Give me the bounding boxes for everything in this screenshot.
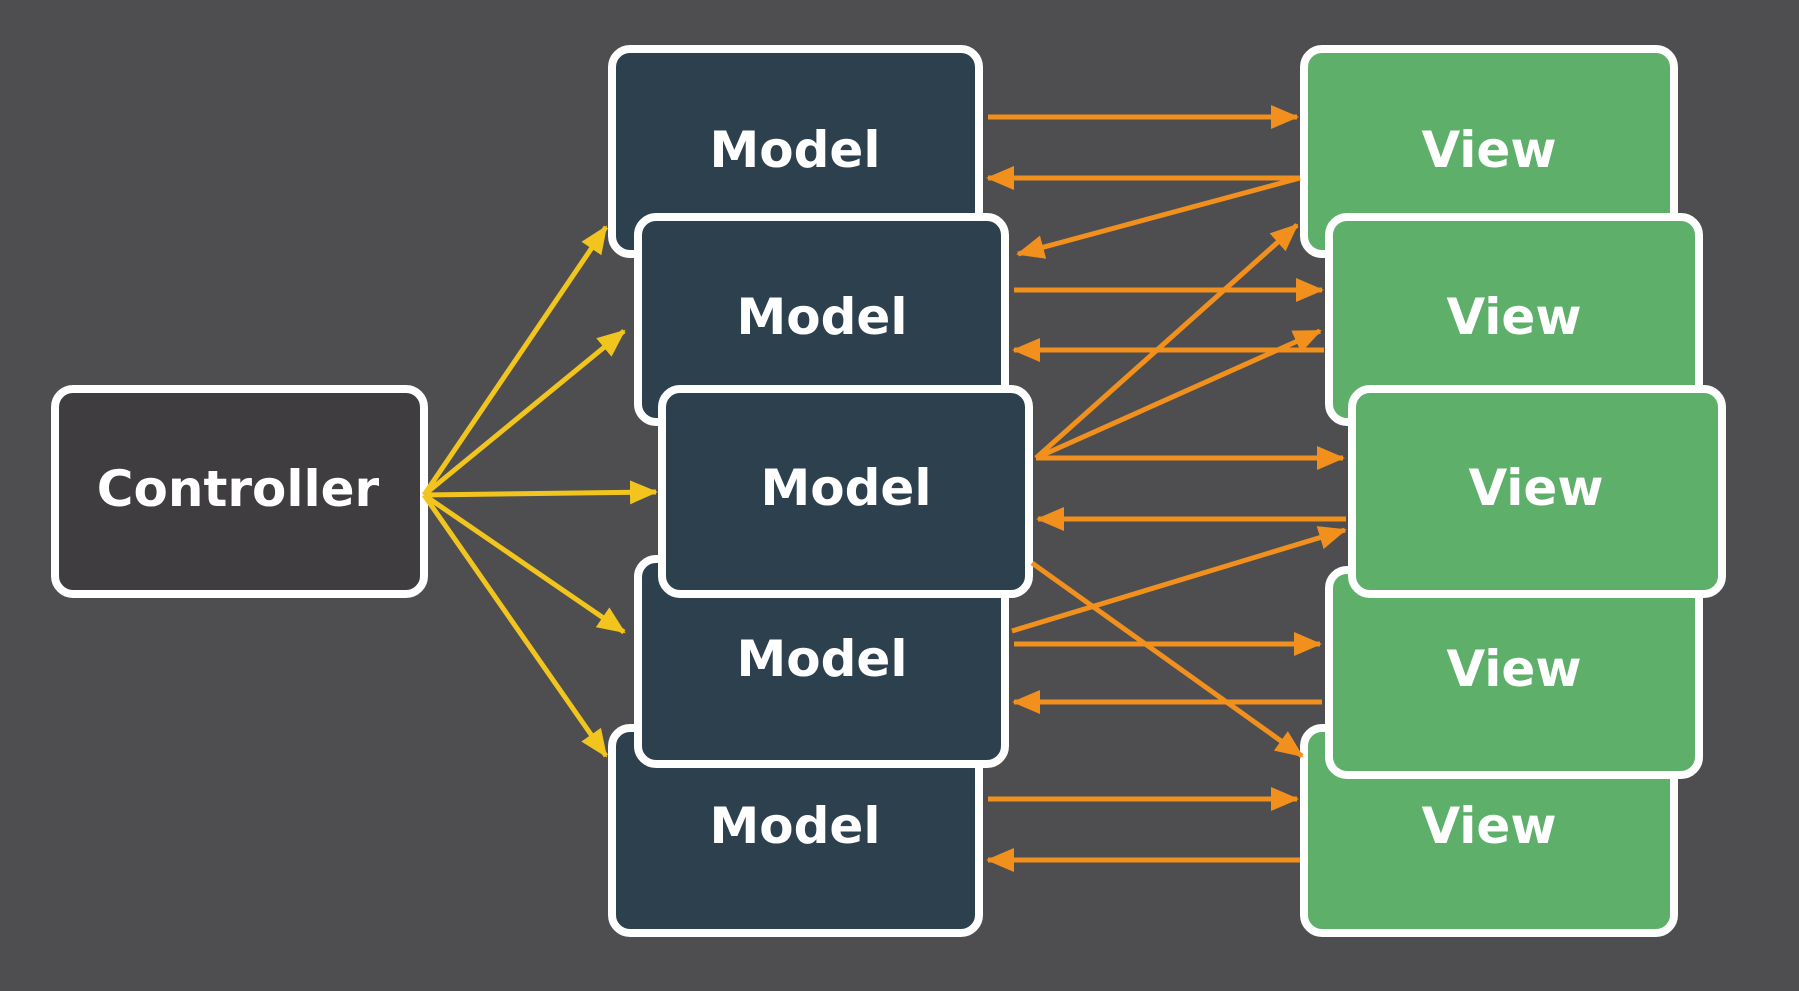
model-3-label: Model (761, 459, 932, 517)
view-2-label: View (1446, 288, 1581, 346)
arrow-controller-to-model-5 (421, 493, 609, 758)
controller-label: Controller (97, 460, 380, 518)
arrow-model-4-to-view-3 (1011, 526, 1347, 634)
model-4-label: Model (737, 630, 908, 688)
view-3-label: View (1468, 459, 1603, 517)
view-box-4: View (1325, 566, 1703, 779)
arrow-controller-to-model-3 (423, 480, 658, 505)
model-box-1: Model (608, 45, 983, 258)
model-box-3: Model (658, 385, 1033, 598)
view-1-label: View (1421, 121, 1556, 179)
arrow-view-1-to-model-2 (1016, 175, 1301, 259)
controller-to-model-arrows (421, 225, 658, 758)
arrow-controller-to-model-1 (421, 225, 609, 497)
arrow-model-3-to-view-1 (1034, 223, 1299, 460)
arrow-model-3-to-view-5 (1030, 560, 1304, 759)
view-4-label: View (1446, 640, 1581, 698)
model-5-label: Model (710, 797, 881, 855)
model-box-4: Model (634, 555, 1009, 768)
view-box-1: View (1300, 45, 1678, 258)
arrow-controller-to-model-4 (422, 492, 626, 635)
model-view-arrows (986, 105, 1347, 872)
model-box-5: Model (608, 724, 983, 937)
view-box-2: View (1325, 213, 1703, 426)
model-1-label: Model (710, 121, 881, 179)
view-box-3: View (1348, 385, 1726, 598)
arrow-controller-to-model-2 (422, 329, 626, 497)
controller-box: Controller (51, 385, 428, 598)
model-2-label: Model (737, 288, 908, 346)
view-5-label: View (1421, 797, 1556, 855)
arrow-model-3-to-view-2 (1034, 328, 1322, 461)
